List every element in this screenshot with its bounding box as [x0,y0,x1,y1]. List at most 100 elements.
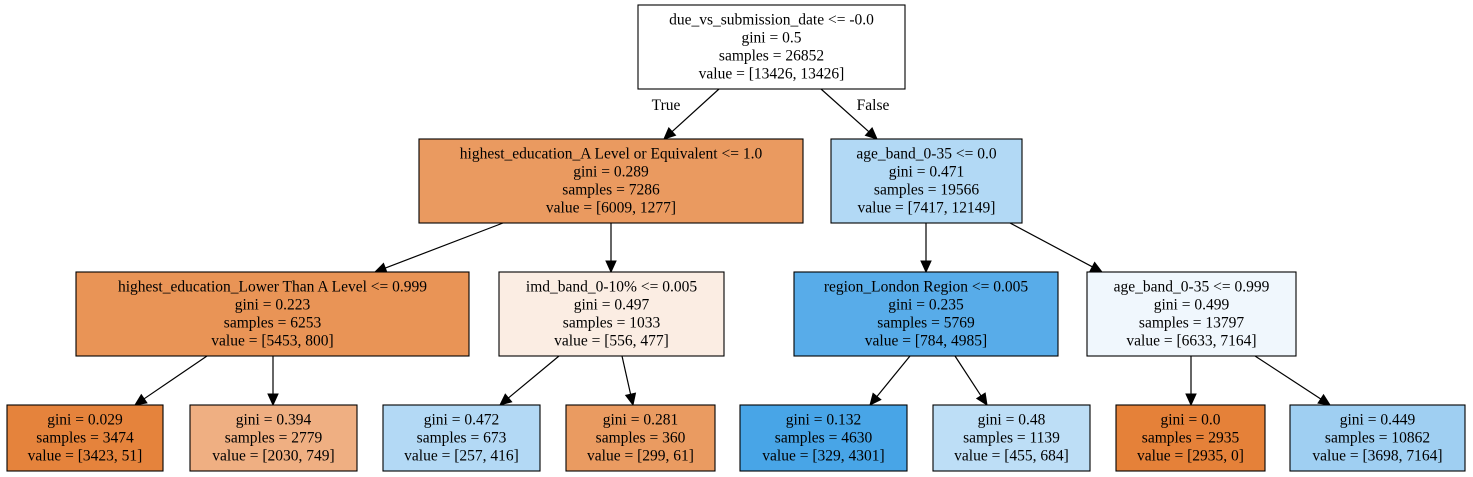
tree-edge [1009,222,1104,273]
node-text-line: value = [3423, 51] [28,448,143,465]
node-text-line: samples = 19566 [874,182,979,199]
tree-node-n1: highest_education_A Level or Equivalent … [418,138,804,224]
node-text-line: value = [3698, 7164] [1312,448,1442,465]
node-text-line: value = [6009, 1277] [546,200,676,217]
edge-line [508,355,560,399]
edge-arrowhead [499,393,513,406]
tree-edge [605,223,617,274]
node-text-line: gini = 0.281 [603,412,678,429]
node-text-line: age_band_0-35 <= 0.0 [856,146,996,163]
node-text-line: gini = 0.48 [978,412,1046,429]
node-text-line: value = [13426, 13426] [699,66,845,83]
node-box [1086,271,1297,357]
node-box [498,271,725,357]
node-text-line: samples = 7286 [562,182,660,199]
node-box [637,4,906,90]
node-text-line: gini = 0.132 [786,412,861,429]
node-text-line: gini = 0.0 [1161,412,1221,429]
node-text-line: gini = 0.235 [888,297,964,314]
node-text-line: gini = 0.223 [235,297,311,314]
node-text-line: value = [556, 477] [554,333,669,350]
node-text-line: value = [299, 61] [587,448,694,465]
tree-edge [1254,355,1332,406]
tree-edge [621,355,637,407]
tree-edge [1185,356,1197,407]
node-box [382,404,541,472]
edge-line [954,355,982,397]
node-text-line: samples = 26852 [719,48,824,65]
node-text-line: value = [329, 4301] [762,448,884,465]
node-text-line: samples = 5769 [877,315,975,332]
node-text-line: samples = 6253 [224,315,322,332]
node-text-line: highest_education_A Level or Equivalent … [460,146,763,163]
node-text-line: samples = 673 [417,430,507,447]
edge-label-true: True [652,97,681,114]
node-text-line: gini = 0.472 [424,412,499,429]
tree-node-n3: highest_education_Lower Than A Level <= … [75,271,470,357]
edge-arrowhead [267,393,279,407]
node-box [565,404,716,472]
node-text-line: samples = 2935 [1142,430,1240,447]
node-text-line: gini = 0.497 [574,297,650,314]
node-text-line: samples = 360 [596,430,686,447]
tree-edge [954,355,988,407]
node-text-line: age_band_0-35 <= 0.999 [1114,279,1270,296]
node-text-line: gini = 0.471 [889,164,964,181]
edge-line [1254,355,1322,400]
edge-line [385,222,504,269]
node-text-line: gini = 0.499 [1154,297,1230,314]
edge-arrowhead [663,126,677,140]
node-box [830,138,1023,224]
edge-line [1009,222,1093,268]
node-text-line: value = [784, 4985] [865,333,987,350]
tree-edge [499,355,560,406]
edge-line [820,88,870,133]
edge-arrowhead [869,392,882,406]
edge-line [671,88,720,133]
edge-arrowhead [624,392,637,407]
node-text-line: value = [5453, 800] [211,333,333,350]
tree-edge [373,222,504,274]
node-text-line: gini = 0.394 [236,412,312,429]
edge-arrowhead [864,127,878,140]
node-box [6,404,164,472]
tree-edge [820,88,878,140]
edge-arrowhead [1089,261,1104,273]
node-text-line: highest_education_Lower Than A Level <= … [118,279,427,296]
node-box [189,404,358,472]
node-text-line: samples = 3474 [36,430,134,447]
edge-arrowhead [975,392,988,407]
edge-arrowhead [1317,393,1332,406]
node-text-line: samples = 1033 [563,315,661,332]
node-text-line: samples = 13797 [1139,315,1244,332]
tree-edge [920,223,932,274]
node-box [793,271,1059,357]
tree-edge [869,355,911,406]
node-text-line: gini = 0.5 [742,30,802,47]
node-box [1289,404,1466,472]
node-text-line: value = [2030, 749] [212,448,334,465]
node-text-line: samples = 2779 [225,430,323,447]
node-text-line: gini = 0.289 [573,164,649,181]
tree-edge [134,355,208,406]
node-text-line: value = [7417, 12149] [858,200,996,217]
edge-arrowhead [373,262,388,274]
edge-arrowhead [605,260,617,274]
node-text-line: gini = 0.449 [1340,412,1416,429]
node-box [75,271,470,357]
node-text-line: value = [6633, 7164] [1126,333,1256,350]
node-text-line: samples = 10862 [1325,430,1430,447]
node-box [418,138,804,224]
